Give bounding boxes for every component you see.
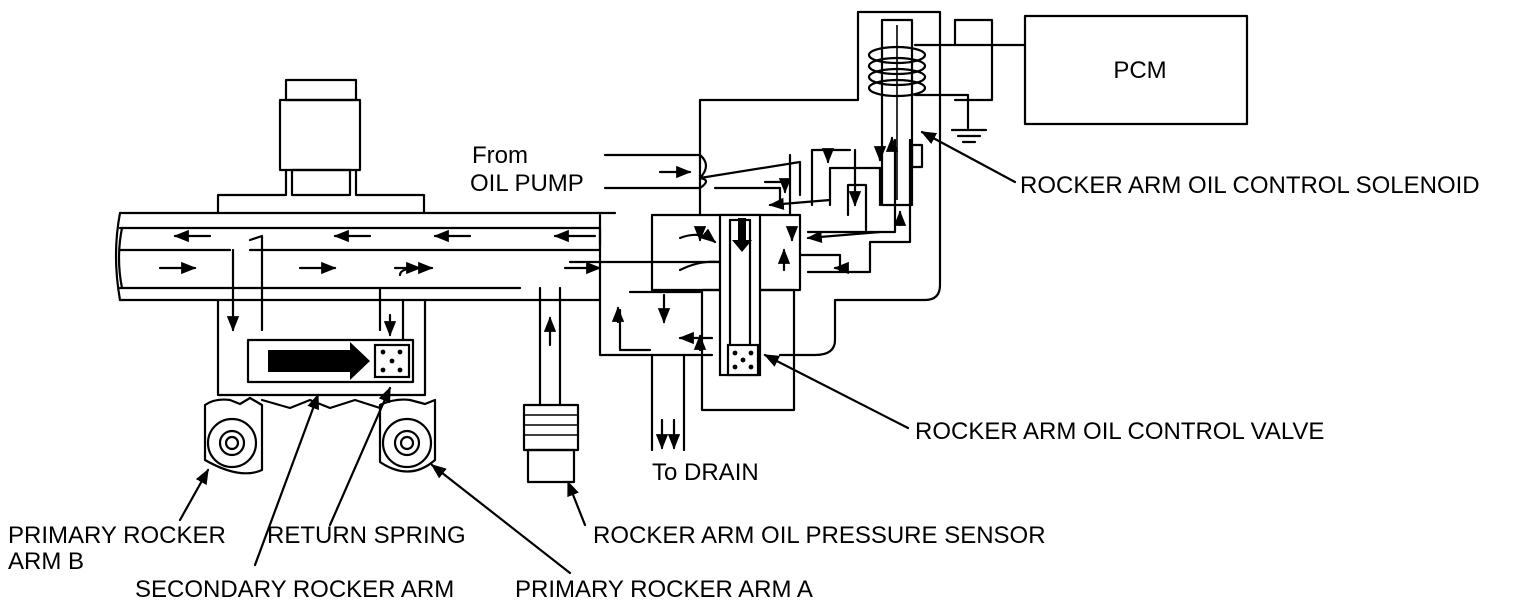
- primary-arm-b-label-2: ARM B: [8, 548, 84, 575]
- oil-pump-inlet: From OIL PUMP: [470, 142, 802, 202]
- drain-line: To DRAIN: [650, 353, 759, 486]
- drain-label: To DRAIN: [652, 459, 759, 486]
- secondary-arm-label: SECONDARY ROCKER ARM: [135, 576, 454, 603]
- primary-arm-a-label: PRIMARY ROCKER ARM A: [515, 576, 813, 603]
- primary-arm-a-roller-icon: [381, 417, 433, 469]
- oil-pressure-sensor: [522, 286, 580, 484]
- cam-cap: [216, 78, 426, 215]
- valve-spring-icon: [726, 343, 760, 377]
- solenoid-coil-icon: [867, 45, 927, 98]
- solenoid-wiring: [913, 18, 1027, 144]
- return-spring-label: RETURN SPRING: [267, 522, 466, 549]
- pcm-label: PCM: [1113, 57, 1166, 84]
- rocker-arm-assembly: [203, 298, 437, 475]
- return-spring-icon: [373, 343, 411, 379]
- pressure-sensor-label: ROCKER ARM OIL PRESSURE SENSOR: [593, 522, 1046, 549]
- oil-control-valve-body: [598, 213, 802, 412]
- solenoid-housing: [698, 10, 942, 357]
- primary-arm-b-roller-icon: [206, 417, 258, 469]
- primary-arm-b-label-1: PRIMARY ROCKER: [8, 522, 226, 549]
- solenoid-oil-passages: [768, 136, 912, 275]
- solenoid-label: ROCKER ARM OIL CONTROL SOLENOID: [1020, 172, 1480, 199]
- ground-icon: [950, 128, 988, 144]
- leader-lines: [178, 130, 1017, 575]
- rocker-shaft: [114, 211, 722, 342]
- oil-pump-label: OIL PUMP: [470, 170, 584, 197]
- from-label: From: [472, 142, 528, 169]
- valve-label: ROCKER ARM OIL CONTROL VALVE: [915, 418, 1324, 445]
- pcm-box: PCM: [1023, 14, 1249, 126]
